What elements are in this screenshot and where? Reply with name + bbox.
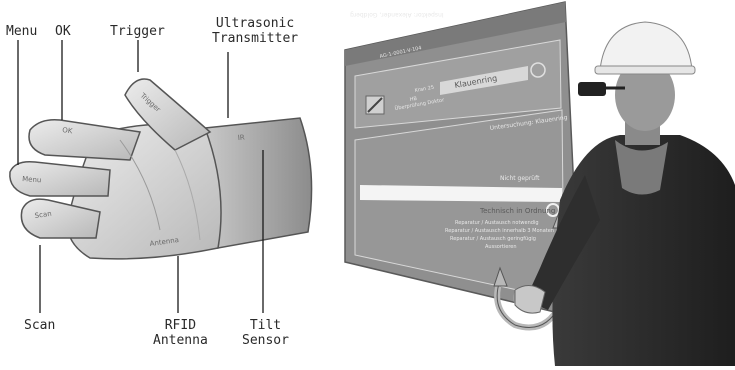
callout-rfid-antenna: RFID Antenna bbox=[153, 318, 208, 348]
glove-label-ok: OK bbox=[62, 126, 74, 135]
head-mounted-display-icon bbox=[578, 82, 606, 96]
hud-sub-option-0: Reparatur / Austausch notwendig bbox=[455, 220, 539, 226]
glove-label-ir: IR bbox=[237, 133, 245, 142]
hard-hat-icon bbox=[600, 22, 692, 70]
hud-option-selected: Technisch in Ordnung bbox=[479, 207, 555, 215]
glove-finger-ok bbox=[29, 120, 140, 160]
glove: OK Menu Scan Trigger Antenna IR bbox=[10, 79, 312, 259]
hud-sub-option-3: Aussortieren bbox=[485, 244, 517, 250]
hud-header-user: Inspektor: Alexander, Goldberg bbox=[350, 11, 444, 18]
callout-menu: Menu bbox=[6, 24, 37, 39]
hud-option-not-checked: Nicht geprüft bbox=[500, 175, 540, 182]
callout-tilt-sensor: Tilt Sensor bbox=[242, 318, 289, 348]
glove-label-menu: Menu bbox=[22, 175, 42, 184]
callout-scan: Scan bbox=[24, 318, 55, 333]
person-glove bbox=[515, 285, 545, 313]
callout-ultrasonic-transmitter: Ultrasonic Transmitter bbox=[212, 16, 298, 46]
callout-trigger: Trigger bbox=[110, 24, 165, 39]
hud-sub-option-1: Reparatur / Austausch innerhalb 3 Monate… bbox=[445, 228, 554, 234]
hud-sub-option-2: Reparatur / Austausch geringfügig bbox=[450, 236, 536, 242]
hard-hat-brim bbox=[595, 66, 695, 74]
callout-ok: OK bbox=[55, 24, 71, 39]
hud-selected-band bbox=[360, 185, 562, 202]
